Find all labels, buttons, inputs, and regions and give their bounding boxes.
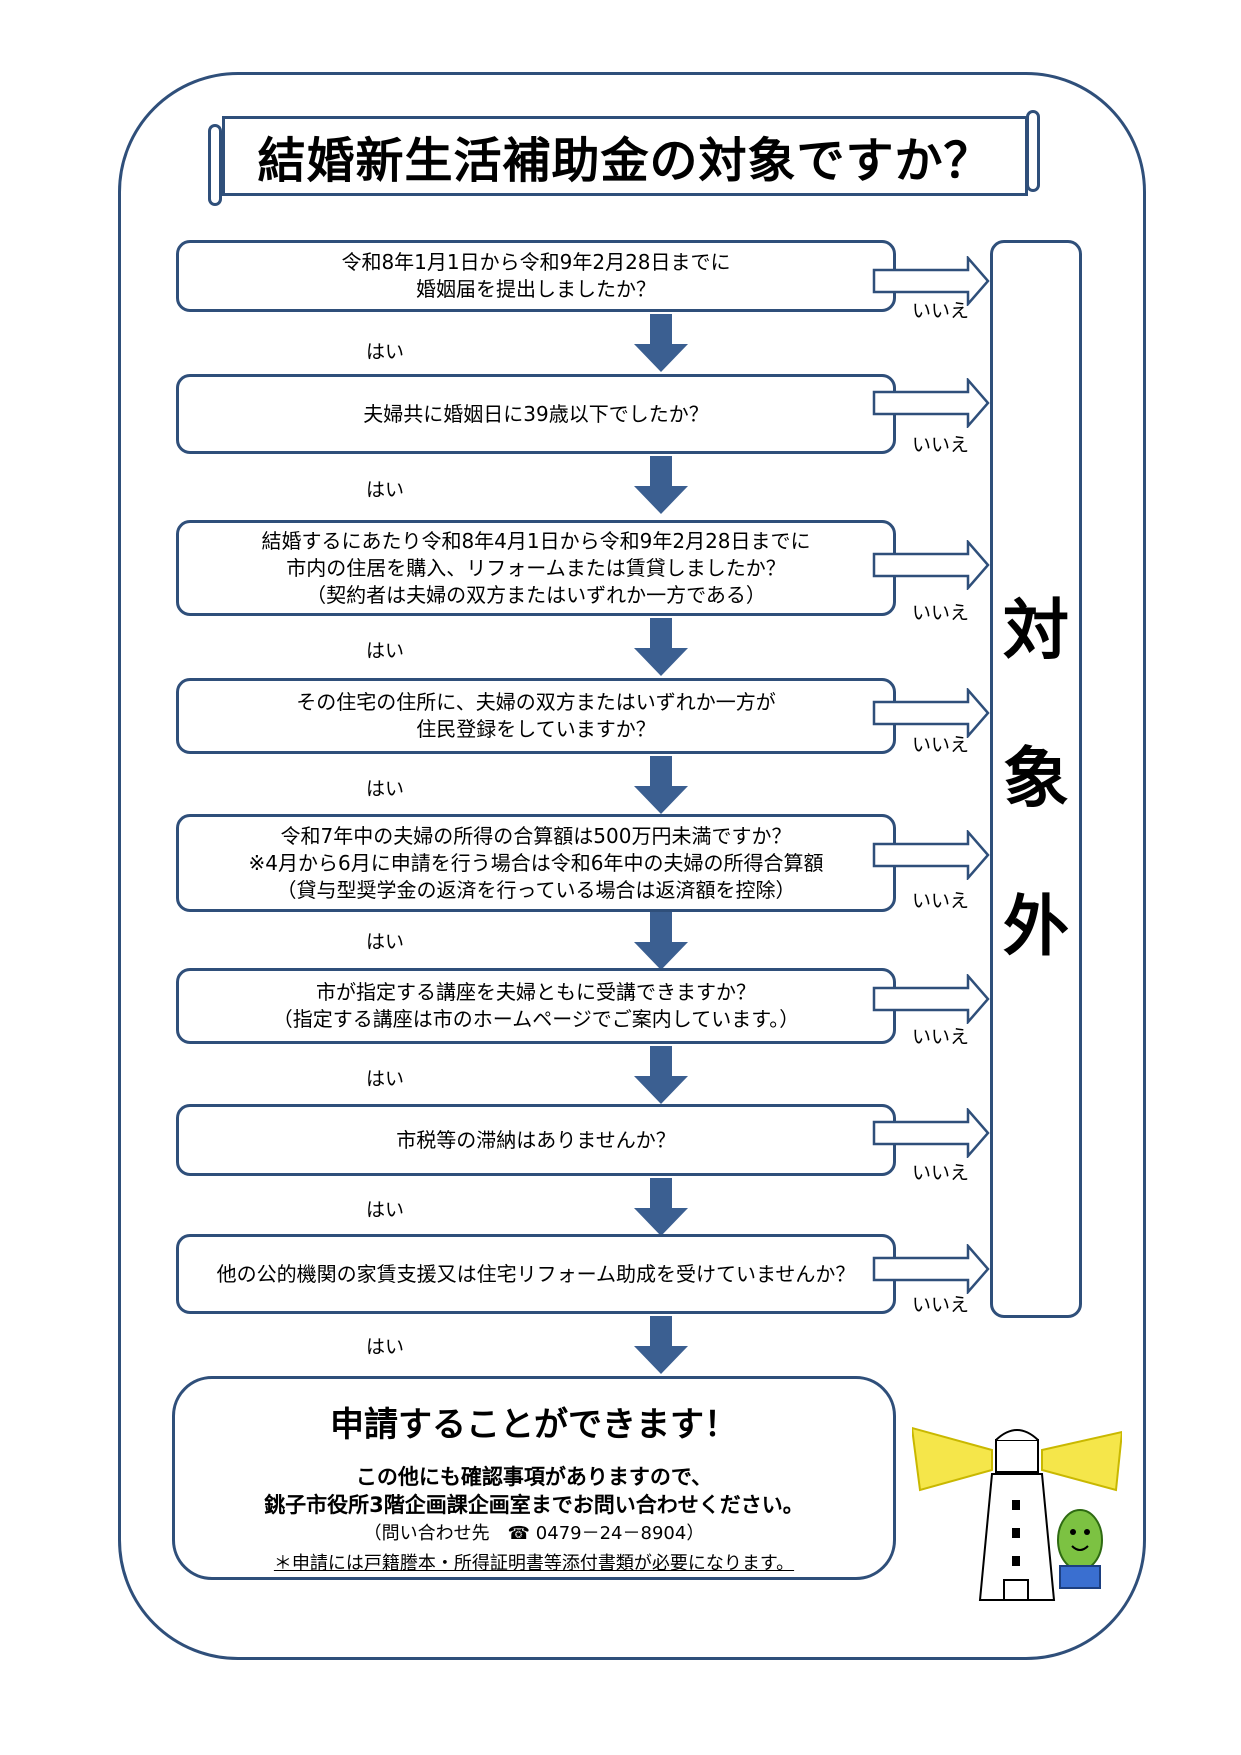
question-text: 夫婦共に婚姻日に39歳以下でしたか？ xyxy=(363,401,709,426)
arrow-right-icon xyxy=(872,974,990,1024)
question-box: 市税等の滞納はありませんか？ xyxy=(176,1104,896,1176)
outer-frame xyxy=(118,72,1146,1660)
arrow-down-icon xyxy=(634,618,688,676)
yes-label: はい xyxy=(366,1068,405,1090)
question-box: 市が指定する講座を夫婦ともに受講できますか？ （指定する講座は市のホームページでご… xyxy=(176,968,896,1044)
yes-label: はい xyxy=(366,1336,405,1358)
scroll-right-roll xyxy=(1026,110,1040,192)
question-text: ※4月から6月に申請を行う場合は令和6年中の夫婦の所得合算額 xyxy=(248,850,824,875)
yes-label: はい xyxy=(366,479,405,501)
required-documents-note: ＊申請には戸籍謄本・所得証明書等添付書類が必要になります。 xyxy=(273,1553,795,1574)
no-label: いいえ xyxy=(912,1162,970,1184)
question-box: 結婚するにあたり令和8年4月1日から令和9年2月28日までに市内の住居を購入、リ… xyxy=(176,520,896,616)
no-label: いいえ xyxy=(912,602,970,624)
arrow-right-icon xyxy=(872,256,990,306)
arrow-right-icon xyxy=(872,1108,990,1158)
no-label: いいえ xyxy=(912,434,970,456)
question-box: 他の公的機関の家賃支援又は住宅リフォーム助成を受けていませんか？ xyxy=(176,1234,896,1314)
arrow-right-icon xyxy=(872,830,990,880)
yes-label: はい xyxy=(366,931,405,953)
arrow-right-icon xyxy=(872,688,990,738)
result-line-2: 銚子市役所3階企画課企画室までお問い合わせください。 xyxy=(264,1493,804,1517)
no-label: いいえ xyxy=(912,890,970,912)
question-box: その住宅の住所に、夫婦の双方またはいずれか一方が住民登録をしていますか？ xyxy=(176,678,896,754)
contact-info: （問い合わせ先 ☎ 0479－24－8904） xyxy=(363,1523,705,1544)
yes-label: はい xyxy=(366,341,405,363)
arrow-right-icon xyxy=(872,540,990,590)
no-label: いいえ xyxy=(912,1294,970,1316)
question-text: （契約者は夫婦の双方またはいずれか一方である） xyxy=(306,582,766,607)
question-text: 令和8年1月1日から令和9年2月28日までに xyxy=(341,250,731,274)
question-text: 市内の住居を購入、リフォームまたは賃貸しましたか？ xyxy=(286,555,786,580)
question-box: 令和7年中の夫婦の所得の合算額は500万円未満ですか？※4月から6月に申請を行う… xyxy=(176,814,896,912)
arrow-down-icon xyxy=(634,912,688,970)
question-text: 市税等の滞納はありませんか？ xyxy=(396,1127,676,1152)
arrow-down-icon xyxy=(634,1046,688,1104)
question-box: 夫婦共に婚姻日に39歳以下でしたか？ xyxy=(176,374,896,454)
not-eligible-box: 対 象 外 xyxy=(990,240,1082,1318)
lighthouse-mascot-icon xyxy=(912,1426,1122,1601)
arrow-down-icon xyxy=(634,1178,688,1236)
question-text: 他の公的機関の家賃支援又は住宅リフォーム助成を受けていませんか？ xyxy=(216,1261,856,1286)
question-text: 住民登録をしていますか？ xyxy=(416,717,656,741)
scroll-left-roll xyxy=(208,124,222,206)
arrow-down-icon xyxy=(634,456,688,514)
result-line-1: この他にも確認事項がありますので、 xyxy=(355,1465,713,1489)
question-box: 令和8年1月1日から令和9年2月28日までに婚姻届を提出しましたか？ xyxy=(176,240,896,312)
no-label: いいえ xyxy=(912,300,970,322)
no-label: いいえ xyxy=(912,1026,970,1048)
question-text: その住宅の住所に、夫婦の双方またはいずれか一方が xyxy=(296,690,776,714)
arrow-right-icon xyxy=(872,1244,990,1294)
question-text: 婚姻届を提出しましたか？ xyxy=(416,277,656,301)
not-eligible-char: 対 xyxy=(1003,592,1069,669)
not-eligible-char: 外 xyxy=(1003,888,1069,965)
result-heading: 申請することができます！ xyxy=(330,1405,738,1445)
yes-label: はい xyxy=(366,778,405,800)
title-banner: 結婚新生活補助金の対象ですか？ xyxy=(208,110,1040,206)
yes-label: はい xyxy=(366,640,405,662)
question-text: 市が指定する講座を夫婦ともに受講できますか？ xyxy=(316,980,756,1004)
arrow-down-icon xyxy=(634,314,688,372)
question-text: （指定する講座は市のホームページでご案内しています。） xyxy=(272,1007,800,1031)
yes-label: はい xyxy=(366,1199,405,1221)
no-label: いいえ xyxy=(912,734,970,756)
result-box: 申請することができます！ この他にも確認事項がありますので、 銚子市役所3階企画… xyxy=(172,1376,896,1580)
arrow-down-icon xyxy=(634,756,688,814)
arrow-right-icon xyxy=(872,378,990,428)
not-eligible-char: 象 xyxy=(1003,740,1069,817)
question-text: 令和7年中の夫婦の所得の合算額は500万円未満ですか？ xyxy=(280,823,792,848)
question-text: 結婚するにあたり令和8年4月1日から令和9年2月28日までに xyxy=(261,528,811,553)
question-text: （貸与型奨学金の返済を行っている場合は返済額を控除） xyxy=(276,877,796,902)
page-title: 結婚新生活補助金の対象ですか？ xyxy=(222,116,1028,196)
arrow-down-icon xyxy=(634,1316,688,1374)
